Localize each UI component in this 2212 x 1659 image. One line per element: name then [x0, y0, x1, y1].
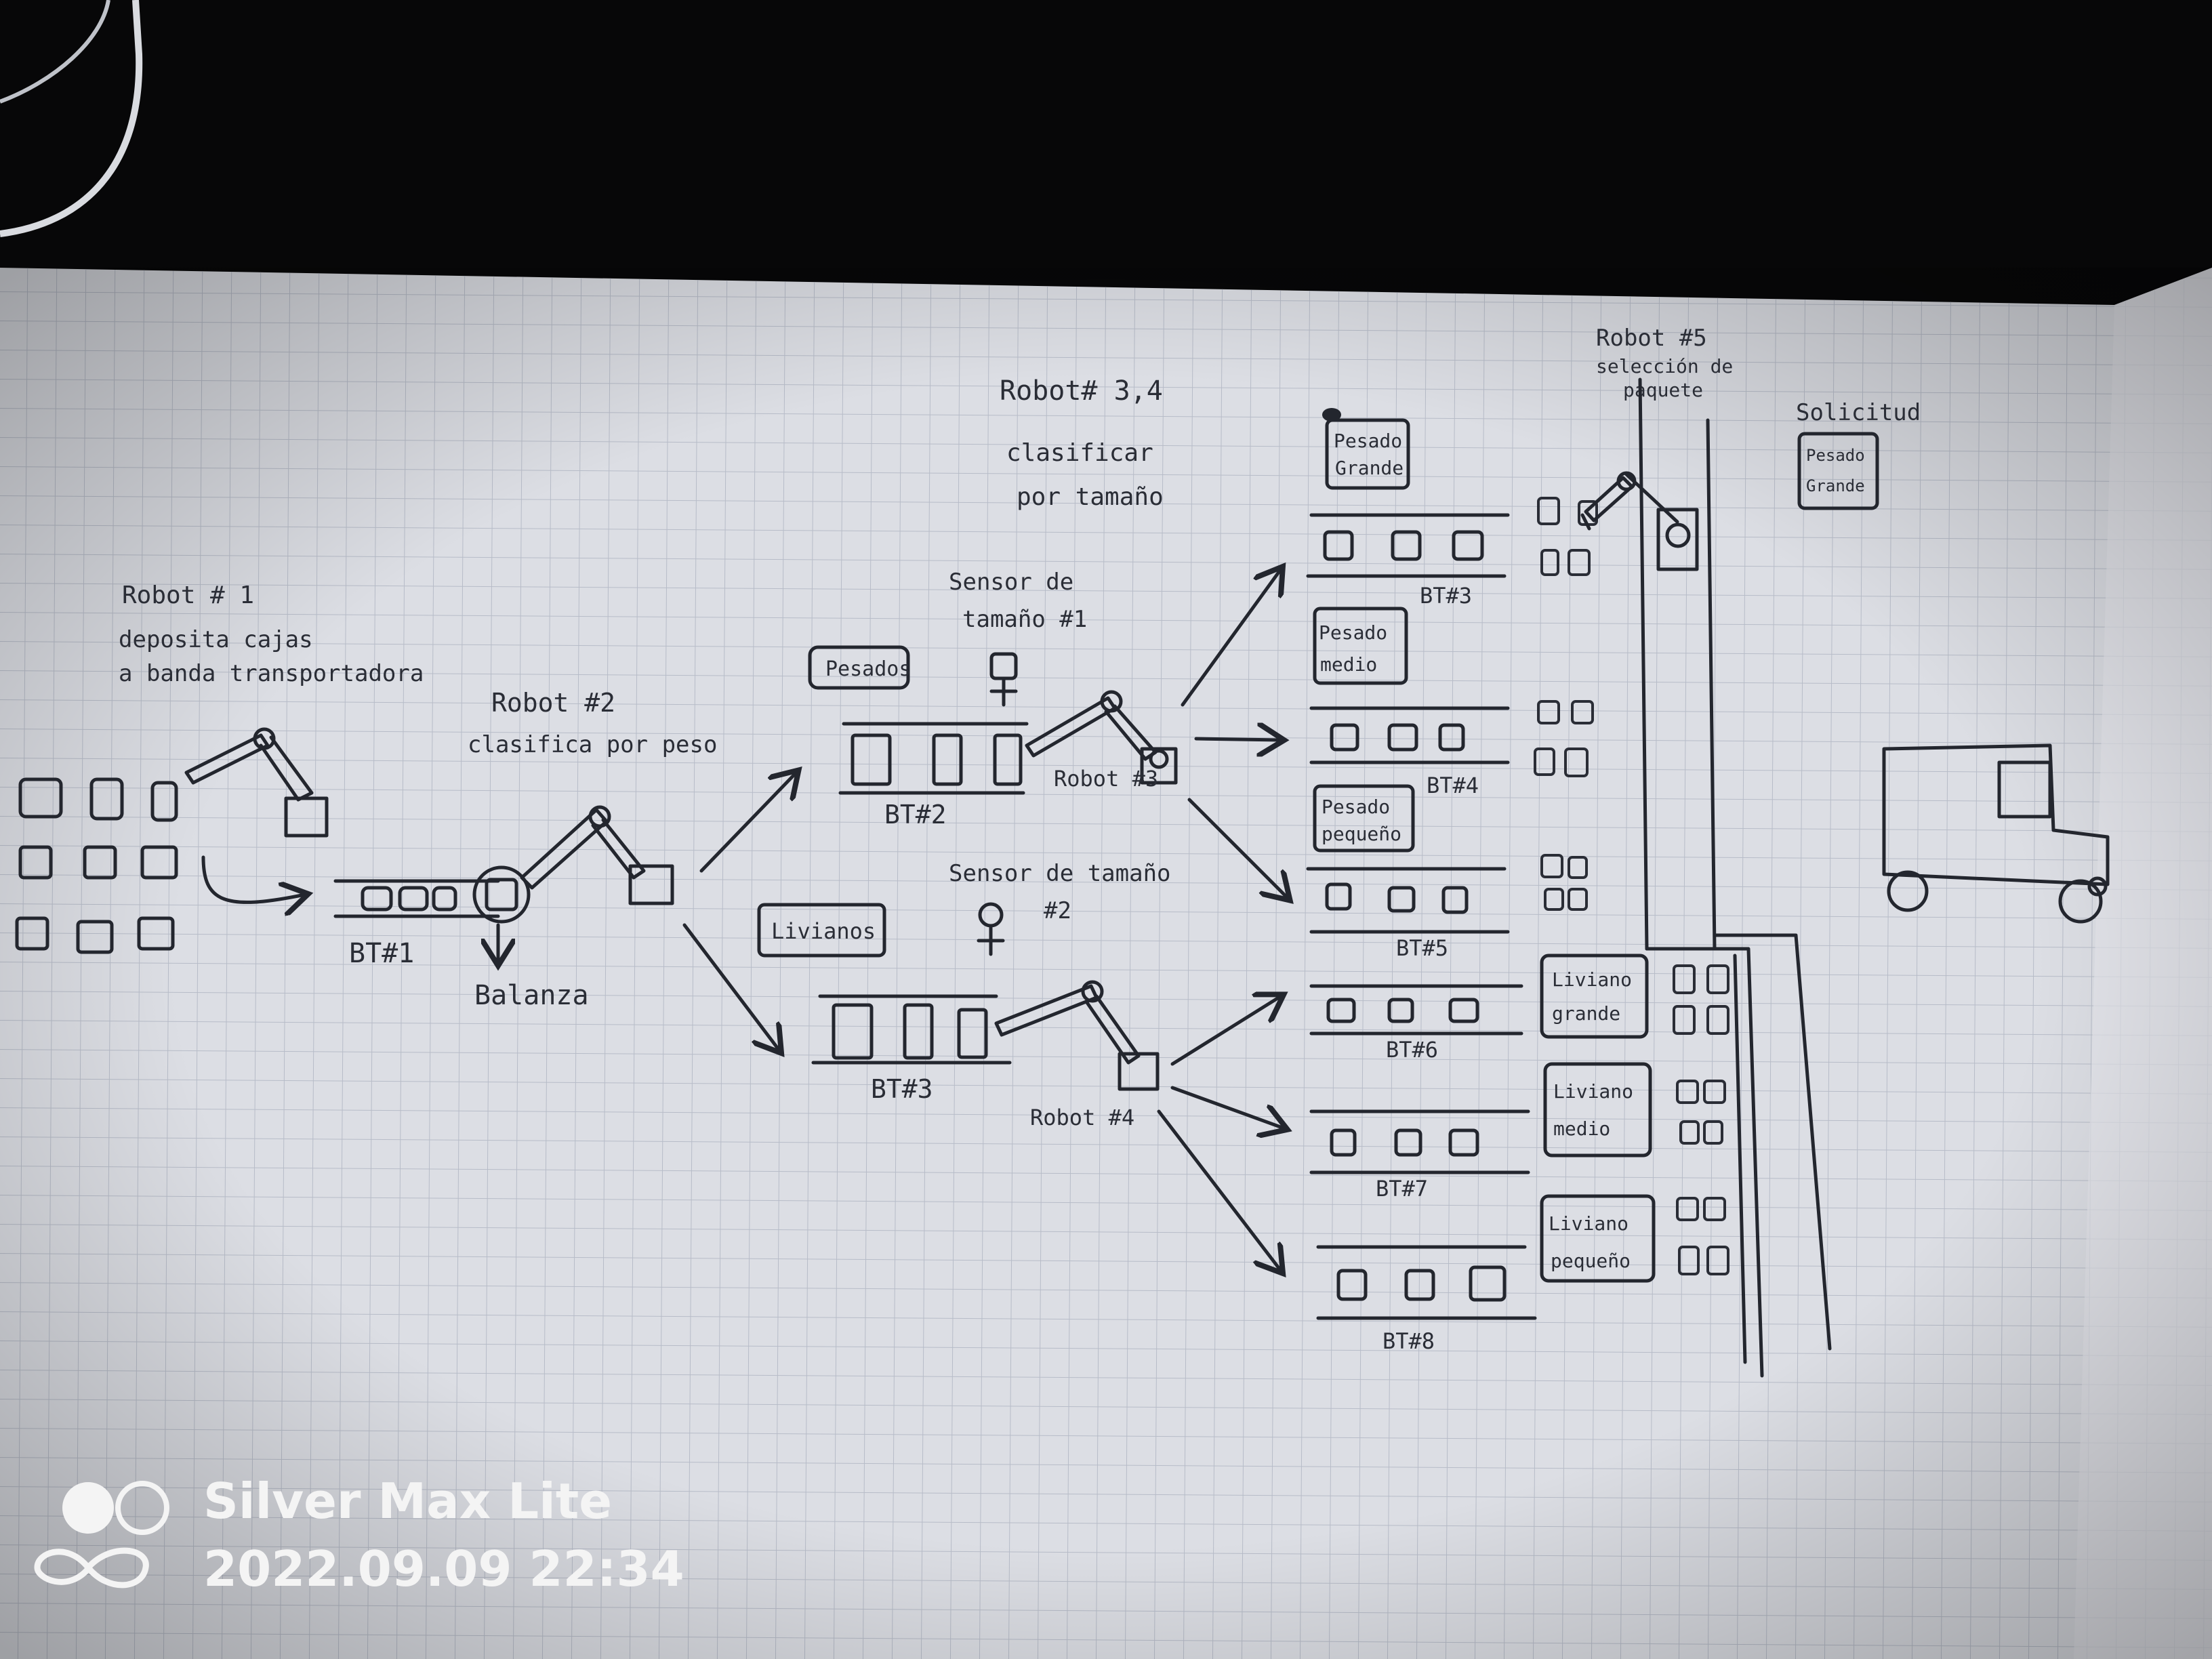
robot34-label: Robot# 3,4 clasificar por tamaño [1000, 375, 1164, 511]
livianos-text: Livianos [771, 918, 876, 944]
robot5-line2: paquete [1623, 379, 1703, 401]
notebook-page [0, 268, 2212, 1659]
robot1-line1: deposita cajas [119, 626, 313, 653]
bt7-label: BT#7 [1376, 1176, 1428, 1202]
pesado-grande-tag: Pesado Grande [1322, 408, 1408, 488]
pesado-pequeno-line2: pequeño [1322, 823, 1401, 845]
robot5-title: Robot #5 [1596, 325, 1707, 352]
bt2-left-label: BT#2 [884, 800, 947, 830]
solicitud-title: Solicitud [1796, 399, 1921, 426]
robot1-title: Robot # 1 [122, 581, 254, 609]
watermark-device: Silver Max Lite [203, 1473, 612, 1530]
balanza-label: Balanza [474, 980, 589, 1011]
bt3-left-label: BT#3 [871, 1074, 933, 1104]
robot4-label: Robot #4 [1030, 1105, 1134, 1130]
liviano-pequeno-line2: pequeño [1551, 1250, 1631, 1272]
pesado-pequeno-line1: Pesado [1322, 796, 1390, 818]
liviano-grande-line2: grande [1552, 1002, 1620, 1025]
liviano-pequeno-line1: Liviano [1549, 1212, 1629, 1235]
pesado-medio-line1: Pesado [1319, 621, 1387, 644]
robot2-title: Robot #2 [491, 688, 615, 718]
liviano-medio-line1: Liviano [1553, 1080, 1633, 1103]
robot34-line1: clasificar [1006, 439, 1153, 467]
bt3-right-label: BT#3 [1420, 583, 1472, 609]
robot34-line2: por tamaño [1017, 483, 1164, 511]
liviano-grande-line1: Liviano [1552, 968, 1632, 991]
robot5-line1: selección de [1596, 355, 1733, 377]
robot3-label: Robot #3 [1054, 766, 1158, 792]
bt6-label: BT#6 [1386, 1037, 1438, 1063]
bt8-label: BT#8 [1382, 1328, 1435, 1354]
solicitud-line2: Grande [1806, 476, 1865, 495]
sensor1-line2: tamaño #1 [962, 606, 1087, 633]
bt5-label: BT#5 [1396, 935, 1448, 961]
pesado-medio-line2: medio [1320, 653, 1377, 676]
sensor2-line1: Sensor de tamaño [949, 860, 1171, 887]
watermark-datetime: 2022.09.09 22:34 [203, 1540, 684, 1597]
liviano-medio-line2: medio [1553, 1118, 1610, 1140]
bt1-label: BT#1 [349, 938, 414, 969]
robot34-title: Robot# 3,4 [1000, 375, 1163, 407]
pesado-grande-line2: Grande [1335, 457, 1404, 479]
sensor1-line1: Sensor de [949, 569, 1073, 596]
bt4-label: BT#4 [1427, 773, 1479, 798]
robot1-line2: a banda transportadora [119, 660, 424, 687]
pesado-grande-line1: Pesado [1334, 430, 1402, 452]
sensor2-line2: #2 [1044, 897, 1071, 924]
solicitud-line1: Pesado [1806, 446, 1865, 465]
pesados-text: Pesados [825, 657, 911, 681]
robot2-line1: clasifica por peso [468, 731, 717, 758]
